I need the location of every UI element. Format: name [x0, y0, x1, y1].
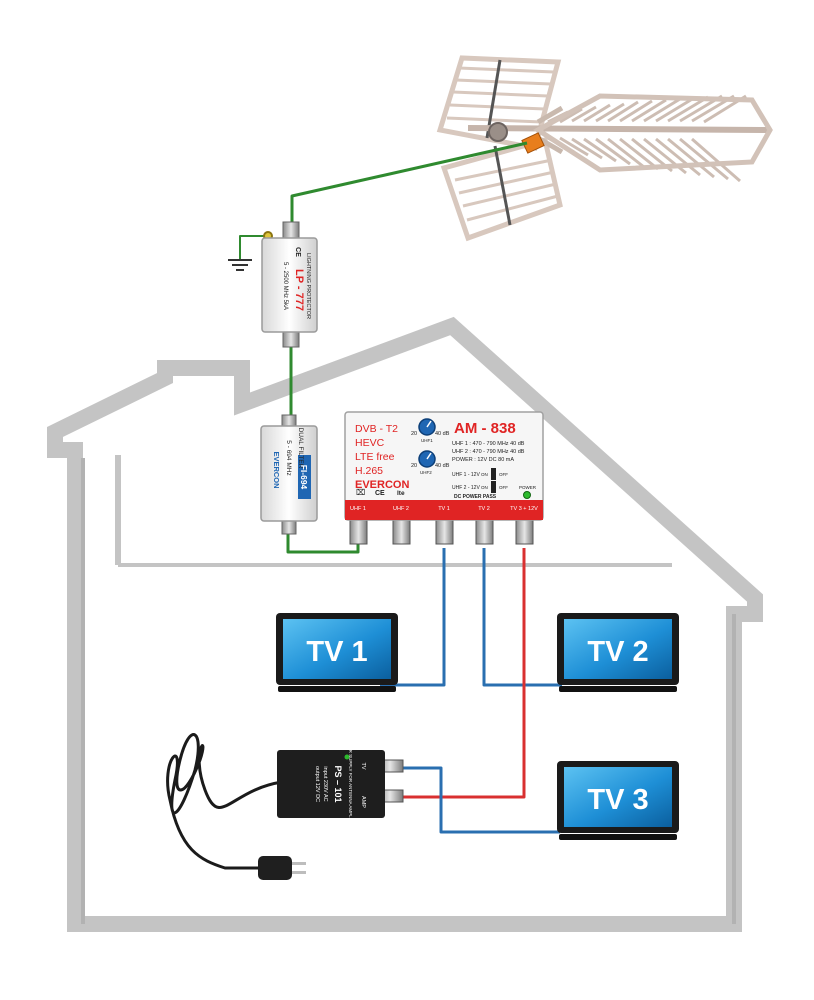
cable-tv2 [482, 548, 562, 687]
knob1-label: UHF1 [421, 438, 433, 443]
power-supply: TV AMP POWER SUPPLY FOR ANTENNA AMPLIFIE… [166, 733, 404, 880]
cable-amplifier-power [400, 548, 526, 799]
amplifier-weee-icon: ⌧ [356, 488, 365, 497]
psu-model: PS – 101 [333, 765, 343, 802]
psu-tv-label: TV [360, 762, 366, 769]
tv-2: TV 2 [557, 613, 679, 692]
antenna-balun [521, 132, 545, 154]
protector-brand: CE [294, 247, 301, 257]
switch1-label: UHF 1 - 12V [452, 472, 480, 478]
knob1-max: 40 dB [435, 431, 450, 437]
tv-2-label: TV 2 [587, 636, 648, 668]
switch2-label: UHF 2 - 12V [452, 485, 480, 491]
ground-icon [228, 231, 273, 271]
house-outline [47, 316, 763, 932]
antenna-mast-clamp [488, 122, 508, 142]
tv-3: TV 3 [557, 761, 679, 840]
power-led [523, 491, 531, 499]
knob2-label: UHF2 [420, 470, 432, 475]
power-plug [258, 856, 306, 880]
amplifier-ce: CE [375, 490, 385, 497]
switch1-off: OFF [499, 472, 508, 477]
dual-filter: DUAL FILTER 5 - 694 MHz FI-694 EVERCON [260, 414, 318, 535]
power-switch-uhf1: UHF 1 - 12V ON OFF [452, 468, 508, 480]
cable-filter-to-amplifier [286, 528, 360, 554]
switch2-off: OFF [499, 485, 508, 490]
cable-psu-to-tv3 [400, 766, 560, 834]
psu-title: POWER SUPPLY FOR ANTENNA AMPLIFIERS [348, 736, 353, 832]
gain-knob-uhf2: 20 40 dB UHF2 [411, 450, 450, 475]
power-cord [166, 733, 283, 870]
port-label-tv2: TV 2 [478, 506, 490, 512]
amplifier-lte: lte [397, 490, 405, 497]
filter-title: DUAL FILTER [297, 428, 304, 469]
port-label-tv1: TV 1 [438, 506, 450, 512]
coax-cables [239, 141, 562, 834]
port-label-uhf1: UHF 1 [350, 506, 366, 512]
knob1-min: 20 [411, 431, 417, 437]
lightning-protector: LIGHTNING PROTECTOR LP - 777 CE 5 - 2500… [261, 221, 318, 348]
amplifier-line-2: HEVC [355, 437, 385, 449]
switch1-on: ON [481, 472, 488, 477]
house-outline-shadow [81, 458, 736, 924]
knob2-min: 20 [411, 463, 417, 469]
port-label-uhf2: UHF 2 [393, 506, 409, 512]
power-supply-led [344, 754, 350, 760]
antenna-dipole [533, 93, 773, 173]
protector-title: LIGHTNING PROTECTOR [305, 253, 311, 319]
amplifier-dc-pass: DC POWER PASS [454, 494, 497, 500]
amplifier-spec-2: UHF 2 : 470 - 790 MHz 40 dB [452, 449, 525, 455]
power-switch-uhf2: UHF 2 - 12V ON OFF [452, 481, 508, 493]
port-label-tv3: TV 3 + 12V [510, 506, 538, 512]
switch2-on: ON [481, 485, 488, 490]
gain-knob-uhf1: 20 40 dB UHF1 [411, 418, 450, 443]
power-supply-body [277, 750, 385, 818]
amplifier-connectors [349, 517, 534, 545]
protector-model: LP - 777 [293, 269, 305, 311]
house [47, 316, 763, 932]
amplifier-brand: EVERCON [355, 479, 409, 491]
tv-3-label: TV 3 [587, 784, 648, 816]
amplifier-spec-1: UHF 1 : 470 - 790 MHz 40 dB [452, 441, 525, 447]
amplifier-line-4: H.265 [355, 465, 383, 477]
antenna-boom [467, 125, 771, 133]
antenna [436, 55, 773, 242]
amplifier: DVB - T2 HEVC LTE free H.265 EVERCON 20 … [344, 411, 544, 545]
amplifier-model: AM - 838 [454, 420, 516, 437]
antenna-reflector-upper [436, 55, 562, 151]
filter-brand: EVERCON [272, 451, 281, 488]
psu-output: output 12V DC [314, 766, 320, 802]
filter-spec: 5 - 694 MHz [285, 440, 292, 475]
tv-1: TV 1 [276, 613, 398, 692]
ground-wire [239, 235, 270, 260]
amplifier-port-strip [345, 500, 543, 520]
amplifier-power-label: POWER [519, 485, 537, 490]
knob2-max: 40 dB [435, 463, 450, 469]
amplifier-port-labels: UHF 1 UHF 2 TV 1 TV 2 TV 3 + 12V [350, 506, 538, 512]
tv-1-label: TV 1 [306, 636, 367, 668]
amplifier-spec-3: POWER : 12V DC 80 mA [452, 457, 514, 463]
antenna-reflector-lower [440, 136, 563, 242]
protector-spec: 5 - 2500 MHz 5kA [282, 262, 288, 310]
psu-amp-label: AMP [360, 796, 366, 808]
amplifier-line-3: LTE free [355, 451, 395, 463]
cable-tv1 [380, 548, 446, 687]
psu-input: input 230V AC [322, 766, 328, 801]
amplifier-line-1: DVB - T2 [355, 423, 398, 435]
cable-antenna-to-protector [290, 141, 528, 228]
filter-model: FI-694 [299, 465, 309, 490]
